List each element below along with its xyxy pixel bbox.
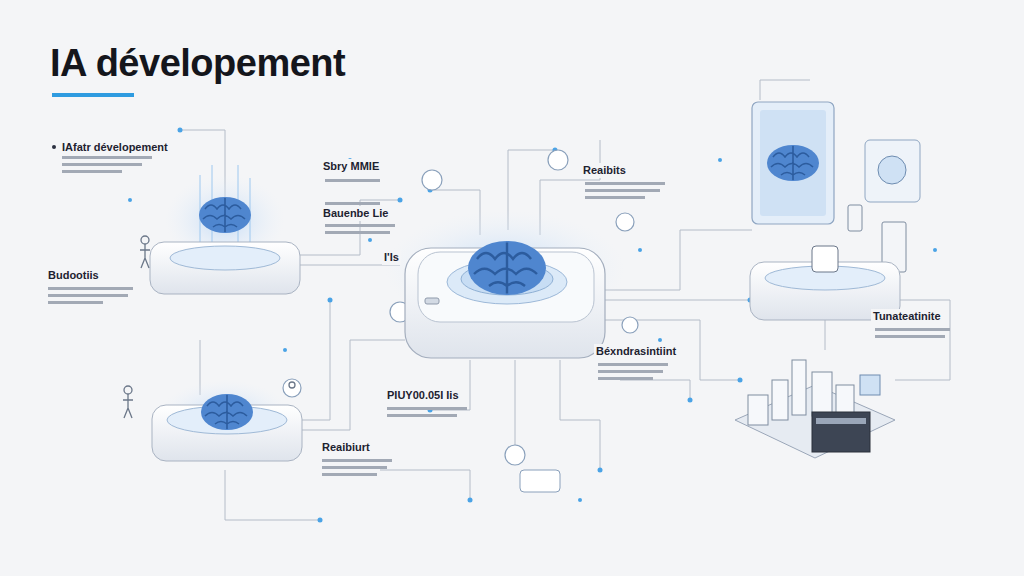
- annotation-label: Sbry MMIE: [321, 159, 381, 174]
- annotation-label: PIUY00.05I Iis: [385, 388, 461, 403]
- annotation-label: Bauenbe Lie: [321, 206, 390, 221]
- annotation-label: Budootiis: [46, 268, 101, 283]
- annotation-label: IAfatr dévelopement: [60, 140, 170, 155]
- annotation-label: Béxndrasintiint: [594, 344, 678, 359]
- annotation-label: Reaibits: [581, 163, 628, 178]
- annotation-label: I'Is: [382, 250, 401, 265]
- annotation-label: Reaibiurt: [320, 440, 372, 455]
- annotation-label: Tunateatinite: [871, 309, 943, 324]
- diagram-title: IA dévelopement: [50, 42, 345, 85]
